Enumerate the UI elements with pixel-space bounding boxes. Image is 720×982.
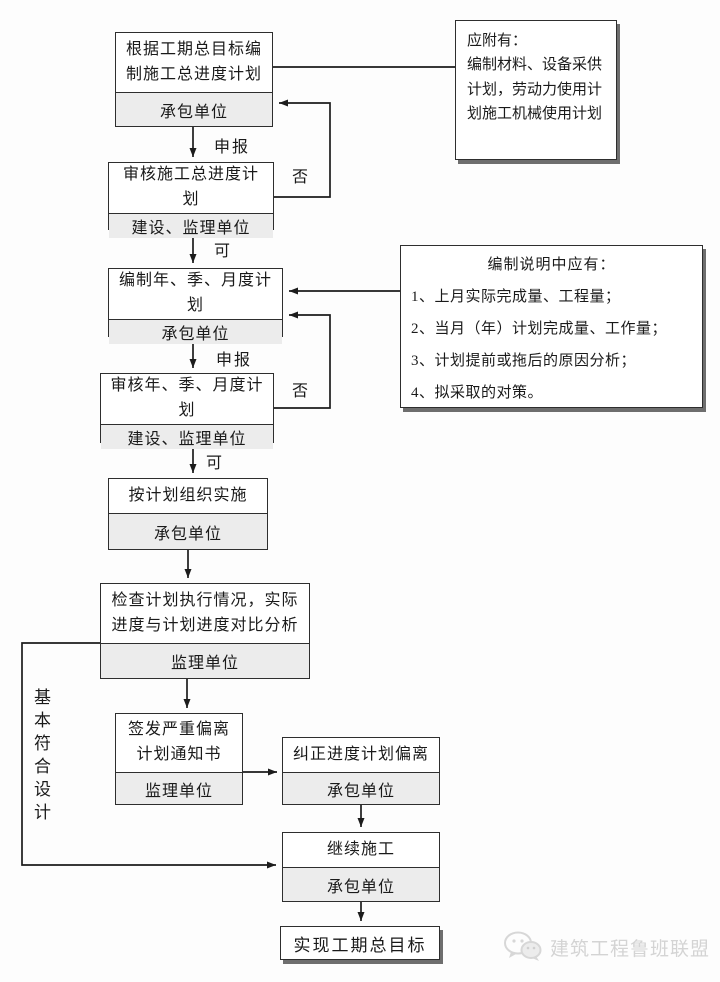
box-title: 签发严重偏离计划通知书 [127,721,230,763]
box-title: 编制年、季、月度计划 [118,272,272,314]
note-explanation-item: 1、上月实际完成量、工程量； [411,289,621,305]
edge-label-no-1: 否 [292,169,311,186]
box-org: 监理单位 [116,772,242,804]
box-org: 承包单位 [109,318,282,344]
box-implement-per-plan: 按计划组织实施 承包单位 [108,478,268,550]
box-org: 承包单位 [109,513,267,549]
box-title: 检查计划执行情况，实际进度与计划进度对比分析 [111,591,299,634]
box-org: 承包单位 [283,772,439,804]
watermark-text: 建筑工程鲁班联盟 [550,938,711,960]
wechat-icon [503,931,543,963]
edge-label-meets-design: 基本符合设计 [31,688,50,826]
edge-label-declare-2: 申报 [216,352,253,369]
edge-label-no-2: 否 [292,383,311,400]
box-compile-periodic-plans: 编制年、季、月度计划 承包单位 [108,268,283,344]
box-org: 建设、监理单位 [109,212,273,238]
box-title: 根据工期总目标编制施工总进度计划 [125,40,262,83]
box-org: 监理单位 [101,643,309,678]
watermark: 建筑工程鲁班联盟 [503,931,710,963]
box-title: 审核年、季、月度计划 [110,377,264,419]
box-title: 按计划组织实施 [128,486,248,504]
note-attachments-body: 编制材料、设备采供计划，劳动力使用计划施工机械使用计划 [467,57,603,122]
box-issue-deviation-notice: 签发严重偏离计划通知书 监理单位 [115,713,243,805]
note-explanation-item: 4、拟采取的对策。 [411,385,544,401]
edge-label-declare-1: 申报 [214,139,251,156]
box-title: 继续施工 [326,840,395,858]
box-correct-deviation: 纠正进度计划偏离 承包单位 [282,737,440,805]
box-achieve-goal: 实现工期总目标 [280,926,440,960]
box-org: 承包单位 [116,92,272,126]
box-org: 承包单位 [283,867,439,901]
note-explanation-item: 2、当月（年）计划完成量、工作量； [411,321,668,337]
note-explanation-title: 编制说明中应有： [487,257,616,273]
box-review-periodic-plans: 审核年、季、月度计划 建设、监理单位 [100,373,274,449]
box-check-progress: 检查计划执行情况，实际进度与计划进度对比分析 监理单位 [100,583,310,679]
box-org: 建设、监理单位 [101,423,273,449]
note-attachments: 应附有： 编制材料、设备采供计划，劳动力使用计划施工机械使用计划 [455,20,617,160]
box-review-master-schedule: 审核施工总进度计划 建设、监理单位 [108,162,274,238]
note-explanation: 编制说明中应有： 1、上月实际完成量、工程量； 2、当月（年）计划完成量、工作量… [400,245,703,408]
box-compile-master-schedule: 根据工期总目标编制施工总进度计划 承包单位 [115,32,273,127]
box-title: 审核施工总进度计划 [122,166,259,208]
note-attachments-heading: 应附有： [467,33,528,49]
box-continue-construction: 继续施工 承包单位 [282,832,440,902]
edge-label-pass-1: 可 [214,243,233,260]
note-explanation-item: 3、计划提前或拖后的原因分析； [411,353,637,369]
edge-label-pass-2: 可 [206,455,225,472]
box-title: 纠正进度计划偏离 [292,745,429,763]
